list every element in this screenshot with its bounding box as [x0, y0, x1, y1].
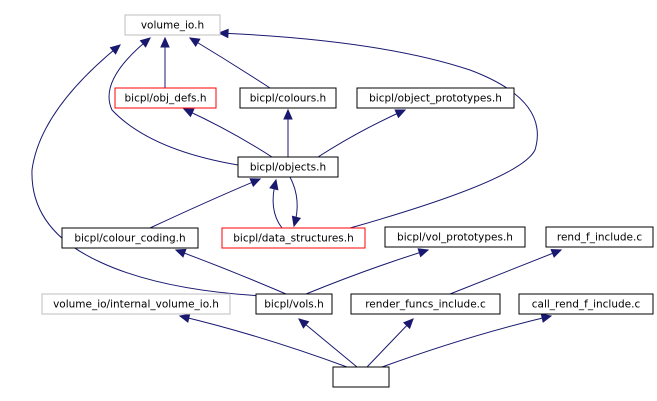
node-label: bicpl/obj_defs.h [124, 93, 206, 105]
arrowhead-icon [139, 37, 151, 48]
node-box [518, 293, 654, 315]
edge-line [189, 37, 271, 89]
node-object-prototypes[interactable]: bicpl/object_prototypes.h [356, 87, 515, 109]
edge-line [305, 249, 429, 295]
arrowhead-icon [550, 249, 563, 258]
node-volume-io[interactable]: volume_io.h [124, 14, 221, 36]
edge-line [218, 32, 538, 229]
node-box [350, 293, 501, 315]
node-label: bicpl/colour_coding.h [74, 233, 185, 245]
edge-line [179, 315, 348, 368]
arrowhead-icon [109, 44, 121, 55]
arrowhead-icon [182, 108, 195, 118]
node-label: bicpl/vols.h [264, 299, 324, 311]
edge-vols-to-colour_coding [174, 248, 287, 295]
arrowhead-icon [394, 109, 407, 119]
arrowhead-icon [217, 28, 229, 39]
node-vols[interactable]: bicpl/vols.h [255, 293, 333, 315]
edge-objects-to-object_prototypes [317, 109, 407, 158]
node-render-funcs-include[interactable]: render_funcs_include.c [350, 293, 501, 315]
edge-colours-to-volume_io [188, 37, 271, 89]
arrowhead-icon [283, 108, 293, 120]
arrowhead-icon [249, 178, 262, 188]
edge-data_structures-to-volume_io [217, 28, 538, 229]
arrowhead-icon [160, 36, 170, 48]
edge-rend_f-to-call_rend_f_include [381, 313, 553, 368]
edge-line [183, 108, 273, 158]
edge-line [298, 318, 358, 368]
node-vol-prototypes[interactable]: bicpl/vol_prototypes.h [384, 226, 526, 248]
edge-line [317, 109, 406, 158]
node-objects[interactable]: bicpl/objects.h [237, 156, 339, 178]
edge-line [31, 44, 263, 297]
edge-line [149, 178, 261, 229]
node-box [114, 87, 217, 109]
edge-line [381, 315, 552, 368]
arrowhead-icon [188, 37, 201, 47]
node-box [41, 293, 231, 315]
node-box [384, 226, 526, 248]
node-label: rend_f.c [340, 372, 381, 384]
node-box [255, 293, 333, 315]
arrowhead-icon [174, 248, 187, 258]
arrowhead-icon [417, 248, 430, 258]
arrowhead-icon [402, 318, 414, 330]
edge-vols-to-vol_prototypes [305, 248, 430, 295]
node-label: bicpl/colours.h [250, 93, 326, 105]
nodes-layer: volume_io.h bicpl/obj_defs.h bicpl/colours… [41, 14, 654, 388]
node-rend-f[interactable]: rend_f.c [332, 366, 390, 388]
node-label: bicpl/objects.h [250, 162, 326, 174]
edge-colour_coding-to-objects [149, 178, 262, 229]
node-box [221, 227, 366, 249]
node-box [332, 366, 390, 388]
node-label: bicpl/object_prototypes.h [369, 93, 502, 105]
edges-layer [31, 28, 563, 368]
node-label: bicpl/vol_prototypes.h [397, 232, 513, 244]
node-box [237, 156, 339, 178]
node-colours[interactable]: bicpl/colours.h [239, 87, 337, 109]
node-colour-coding[interactable]: bicpl/colour_coding.h [61, 227, 199, 249]
edge-line [175, 249, 287, 295]
node-label: volume_io.h [141, 20, 204, 32]
edge-rend_f-to-render_funcs_include [366, 318, 414, 368]
edge-objects-to-colours [283, 108, 293, 157]
node-internal-volume-io[interactable]: volume_io/internal_volume_io.h [41, 293, 231, 315]
edge-line [366, 318, 414, 368]
edge-line [449, 249, 562, 295]
arrowhead-icon [178, 313, 191, 323]
arrowhead-icon [269, 178, 279, 191]
node-box [239, 87, 337, 109]
edge-objects-to-data_structures [289, 176, 302, 228]
node-box [124, 14, 221, 36]
arrowhead-icon [291, 215, 302, 228]
node-call-rend-f-include[interactable]: call_rend_f_include.c [518, 293, 654, 315]
node-label: call_rend_f_include.c [532, 299, 641, 311]
node-label: volume_io/internal_volume_io.h [53, 299, 219, 311]
edge-objects-to-volume_io [108, 37, 239, 166]
node-label: rend_f_include.c [557, 232, 642, 244]
edge-objects-to-obj_defs [182, 108, 273, 158]
node-label: render_funcs_include.c [365, 299, 486, 311]
edge-data_structures-to-objects [269, 178, 283, 229]
arrowhead-icon [540, 313, 553, 323]
edge-line [108, 37, 239, 166]
node-box [61, 227, 199, 249]
node-box [545, 226, 654, 248]
edge-vols-to-volume_io [31, 44, 263, 297]
edge-obj_defs-to-volume_io [160, 36, 170, 88]
edge-render_funcs_include-to-rend_f_include [449, 249, 563, 295]
edge-rend_f-to-vols [298, 318, 358, 368]
edge-rend_f-to-internal_volume_io [178, 313, 348, 368]
node-box [356, 87, 515, 109]
arrowhead-icon [298, 318, 310, 329]
node-rend-f-include[interactable]: rend_f_include.c [545, 226, 654, 248]
node-obj-defs[interactable]: bicpl/obj_defs.h [114, 87, 217, 109]
node-data-structures[interactable]: bicpl/data_structures.h [221, 227, 366, 249]
node-label: bicpl/data_structures.h [233, 233, 354, 245]
